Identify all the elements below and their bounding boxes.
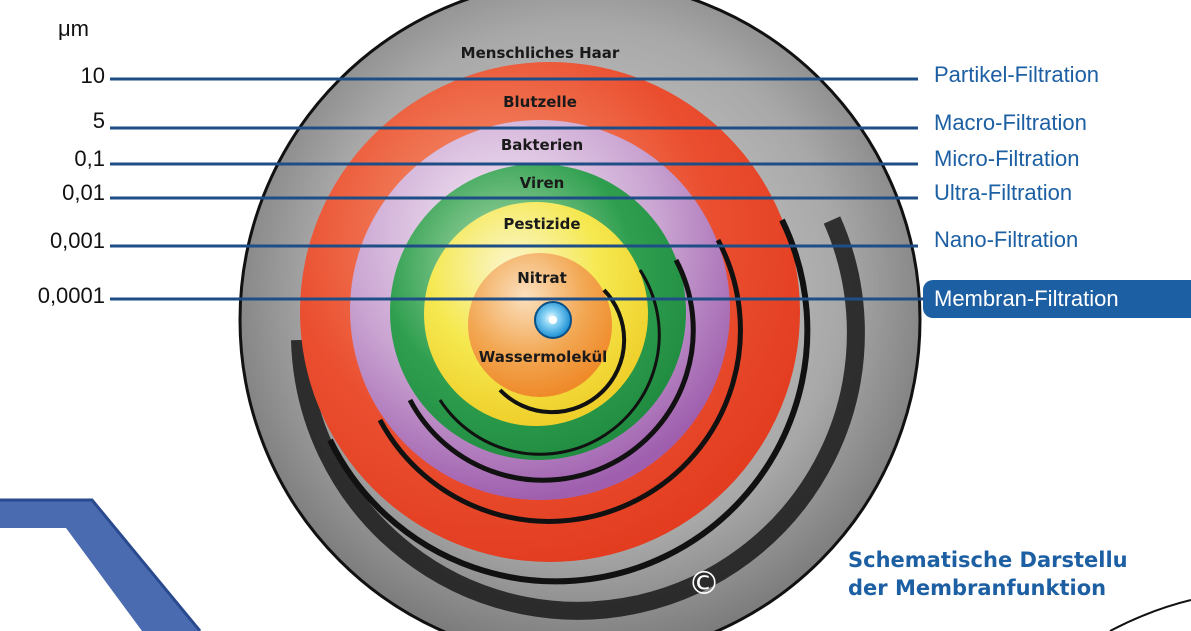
- chevron-outline: [0, 498, 202, 631]
- label-water-molecule: Wassermolekül: [479, 348, 608, 366]
- copyright-symbol: ©: [688, 564, 720, 602]
- caption-line-1: Schematische Darstellu: [848, 548, 1128, 572]
- scale-value: 0,001: [49, 228, 105, 253]
- scale-value: 10: [80, 63, 105, 88]
- label-bacteria: Bakterien: [501, 136, 583, 154]
- filtration-label: Macro-Filtration: [934, 110, 1087, 135]
- label-virus: Viren: [520, 174, 565, 192]
- ring-hair-shadow: [291, 216, 865, 620]
- ring-virus-shadow: [407, 258, 696, 483]
- ring-blood-shadow: [327, 218, 811, 585]
- ring-nitrate-shadow: [498, 288, 627, 415]
- label-blood-cell: Blutzelle: [503, 93, 577, 111]
- scale-value: 0,01: [62, 180, 105, 205]
- scale-value: 5: [92, 108, 105, 133]
- size-rings: [238, 0, 922, 631]
- caption-line-2: der Membranfunktion: [848, 576, 1107, 600]
- label-hair: Menschliches Haar: [461, 44, 620, 62]
- scale-value: 0,1: [74, 146, 105, 171]
- unit-label: μm: [58, 16, 90, 41]
- ring-bacteria-shadow: [377, 238, 743, 524]
- filtration-label: Micro-Filtration: [934, 146, 1080, 171]
- decorative-chevron: [0, 500, 200, 631]
- decorative-swoosh: [1109, 599, 1191, 631]
- membrane-filtration-badge: Membran-Filtration: [923, 280, 1191, 318]
- filtration-label: Ultra-Filtration: [934, 180, 1073, 205]
- scale-value: 0,0001: [37, 283, 105, 308]
- scale-lines: [110, 77, 923, 301]
- ring-pesticide-shadow: [438, 269, 661, 456]
- filtration-label: Nano-Filtration: [934, 227, 1079, 252]
- label-nitrate: Nitrat: [517, 269, 567, 287]
- filtration-label: Partikel-Filtration: [934, 62, 1100, 87]
- label-pesticide: Pestizide: [503, 215, 580, 233]
